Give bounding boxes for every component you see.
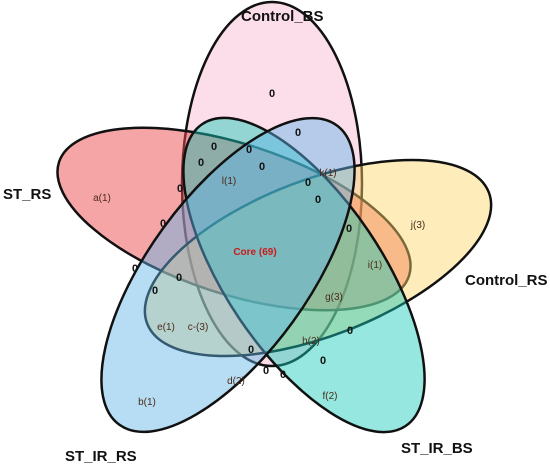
zero-count: 0 bbox=[248, 344, 254, 356]
unique-counts: 0 a(1) j(3) b(1) f(2) bbox=[93, 88, 425, 408]
count-region-i: i(1) bbox=[368, 260, 382, 271]
count-region-e: e(1) bbox=[157, 322, 175, 333]
zero-count: 0 bbox=[347, 325, 353, 337]
count-region-c: c-(3) bbox=[188, 322, 209, 333]
zero-count: 0 bbox=[295, 127, 301, 139]
label-st-rs: ST_RS bbox=[3, 186, 51, 203]
zero-count: 0 bbox=[211, 141, 217, 153]
zero-count: 0 bbox=[320, 355, 326, 367]
count-st-ir-rs-only: b(1) bbox=[138, 397, 156, 408]
zero-count: 0 bbox=[246, 144, 252, 156]
count-region-k: k(1) bbox=[319, 168, 336, 179]
zero-count: 0 bbox=[346, 223, 352, 235]
ellipse-st-rs bbox=[56, 126, 412, 312]
count-region-h: h(2) bbox=[302, 336, 320, 347]
zero-count: 0 bbox=[176, 272, 182, 284]
count-region-l: l(1) bbox=[222, 176, 236, 187]
zero-count: 0 bbox=[315, 194, 321, 206]
zero-count: 0 bbox=[160, 218, 166, 230]
label-control-rs: Control_RS bbox=[465, 272, 548, 289]
count-region-d: d(2) bbox=[227, 376, 245, 387]
zero-count: 0 bbox=[305, 177, 311, 189]
ellipse-st-ir-bs bbox=[182, 116, 426, 434]
zero-count: 0 bbox=[132, 263, 138, 275]
label-control-bs: Control_BS bbox=[241, 8, 324, 25]
set-ellipses bbox=[56, 0, 493, 434]
ellipse-st-ir-rs bbox=[100, 116, 356, 434]
count-region-g: g(3) bbox=[325, 292, 343, 303]
intersection-counts: Core (69) l(1) k(1) i(1) g(3) h(2) e(1) … bbox=[157, 168, 382, 387]
count-control-bs-only: 0 bbox=[269, 88, 275, 100]
zero-count: 0 bbox=[198, 157, 204, 169]
set-labels: Control_BS ST_RS Control_RS ST_IR_RS ST_… bbox=[3, 8, 548, 465]
zero-count: 0 bbox=[259, 161, 265, 173]
zero-count: 0 bbox=[280, 369, 286, 381]
zero-count: 0 bbox=[263, 365, 269, 377]
count-st-ir-bs-only: f(2) bbox=[323, 391, 338, 402]
count-control-rs-only: j(3) bbox=[410, 220, 425, 231]
zero-count: 0 bbox=[177, 183, 183, 195]
label-st-ir-bs: ST_IR_BS bbox=[401, 440, 473, 457]
count-st-rs-only: a(1) bbox=[93, 193, 111, 204]
count-core: Core (69) bbox=[233, 247, 276, 258]
zero-counts: 0 0 0 0 0 0 0 0 0 0 0 0 0 0 0 0 0 0 bbox=[132, 127, 353, 381]
label-st-ir-rs: ST_IR_RS bbox=[65, 448, 137, 465]
zero-count: 0 bbox=[152, 285, 158, 297]
